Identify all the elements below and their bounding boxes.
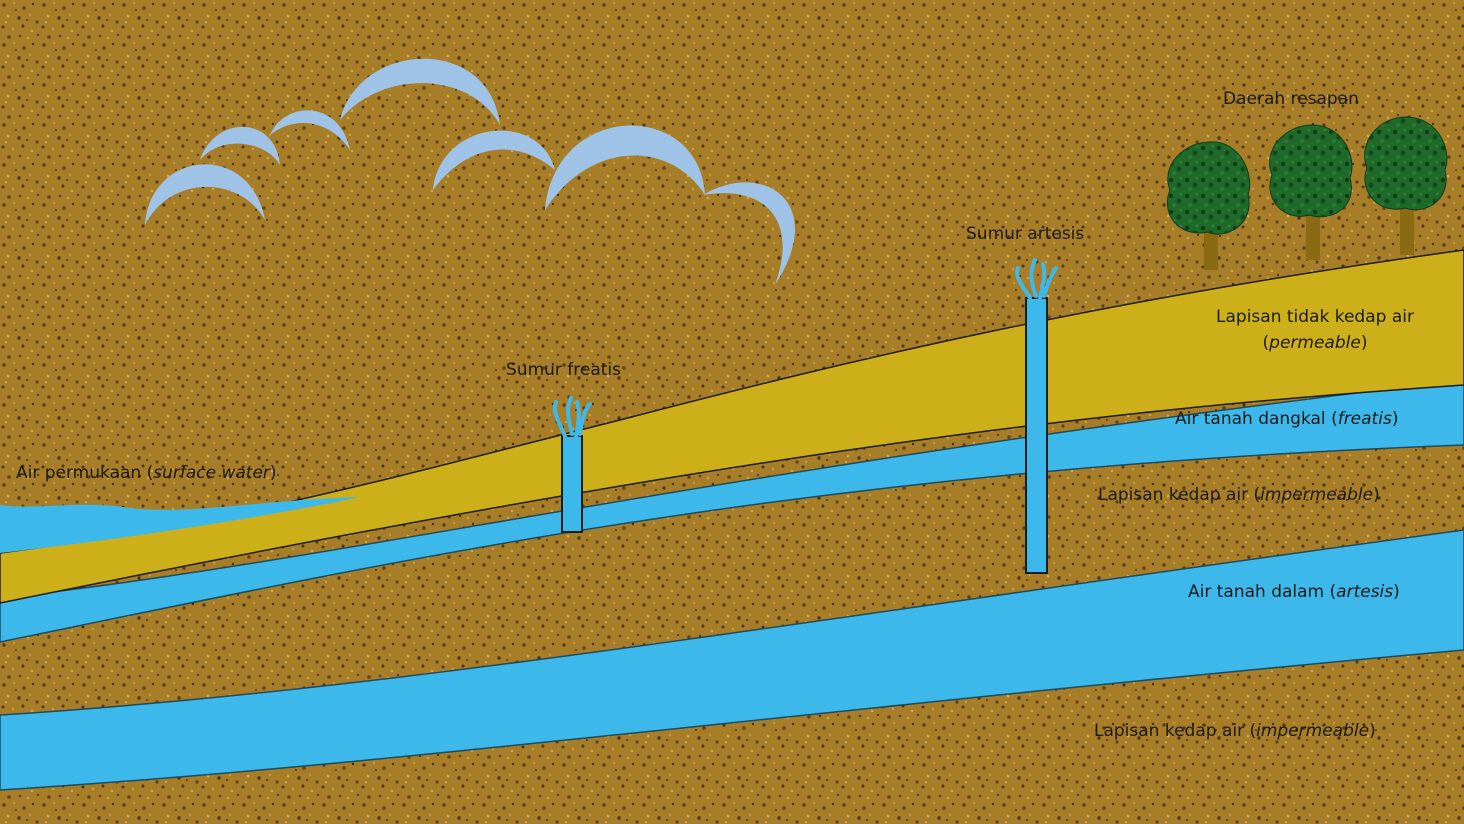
label-freatis-em: freatis xyxy=(1337,409,1392,429)
label-permeable-layer: Lapisan tidak kedap air (permeable) xyxy=(1185,307,1445,354)
label-artesis-em: artesis xyxy=(1336,582,1394,602)
label-artesis-close: ) xyxy=(1393,582,1400,602)
label-artesis-text: Air tanah dalam ( xyxy=(1188,582,1337,602)
label-impermeable-lower: Lapisan kedap air (impermeable) xyxy=(1094,721,1376,741)
well-freatis xyxy=(552,396,592,533)
label-sumur-artesis: Sumur artesis xyxy=(966,224,1085,244)
label-freatis-close: ) xyxy=(1391,409,1399,429)
label-permeable-open: ( xyxy=(1262,333,1270,354)
label-artesis: Air tanah dalam (artesis) xyxy=(1188,582,1400,602)
permeable-layer xyxy=(0,249,1464,604)
label-freatis: Air tanah dangkal (freatis) xyxy=(1175,409,1398,429)
trees xyxy=(1166,116,1448,270)
label-permeable-em: permeable xyxy=(1269,333,1361,354)
label-impermeable-upper: Lapisan kedap air (impermeable) xyxy=(1098,485,1380,505)
label-impermeable-lower-close: ) xyxy=(1369,721,1376,741)
label-daerah-resapan: Daerah resapan xyxy=(1223,89,1359,109)
water-spray-icon-2 xyxy=(1015,258,1058,300)
label-sumur-freatis: Sumur freatis xyxy=(506,360,622,380)
label-impermeable-lower-text: Lapisan kedap air ( xyxy=(1094,721,1257,741)
label-surface-water-text: Air permukaan ( xyxy=(16,463,154,483)
label-surface-water-close: ) xyxy=(269,463,277,483)
label-surface-water: Air permukaan (surface water) xyxy=(16,463,277,483)
surface-water xyxy=(0,497,360,553)
label-impermeable-lower-em: impermeable xyxy=(1256,721,1370,741)
shallow-aquifer-freatis xyxy=(0,379,1464,643)
label-impermeable-upper-text: Lapisan kedap air ( xyxy=(1098,485,1261,505)
label-impermeable-upper-em: impermeable xyxy=(1260,485,1374,505)
label-permeable-line2: (permeable) xyxy=(1185,333,1445,353)
label-freatis-text: Air tanah dangkal ( xyxy=(1175,409,1338,429)
clouds xyxy=(145,58,795,285)
label-surface-water-em: surface water xyxy=(153,463,270,483)
water-spray-icon xyxy=(552,396,592,438)
deep-aquifer-artesis xyxy=(0,529,1464,791)
well-artesis xyxy=(1015,258,1058,574)
label-permeable-line1: Lapisan tidak kedap air xyxy=(1216,307,1414,327)
label-impermeable-upper-close: ) xyxy=(1373,485,1380,505)
label-permeable-close: ) xyxy=(1360,333,1368,354)
